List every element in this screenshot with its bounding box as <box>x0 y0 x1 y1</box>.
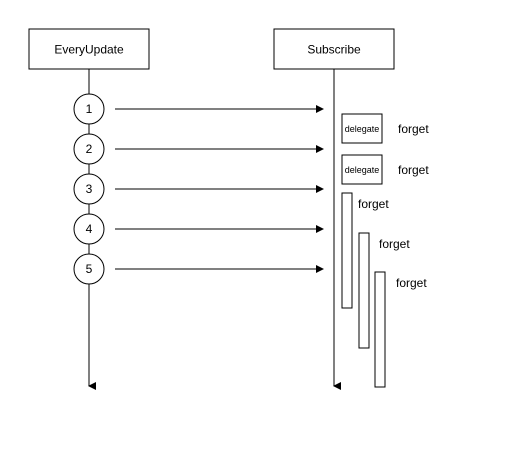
step-label: 1 <box>86 102 93 116</box>
message-arrows <box>115 105 324 273</box>
forget-label: forget <box>396 276 427 290</box>
activation-bar <box>358 232 370 349</box>
step-label: 2 <box>86 142 93 156</box>
step-circle <box>73 173 105 205</box>
forget-label: forget <box>379 237 410 251</box>
step-circle <box>73 133 105 165</box>
delegate-box: delegate <box>341 154 383 185</box>
lifeline-subscribe-box <box>273 28 395 70</box>
lifeline-everyupdate-label: EveryUpdate <box>54 43 124 57</box>
step-node: 3 <box>73 173 105 205</box>
delegate-box-label: delegate <box>345 124 380 134</box>
activation-bar <box>374 271 386 388</box>
forget-label: forget <box>398 163 429 177</box>
step-label: 3 <box>86 182 93 196</box>
delegate-box: delegate <box>341 113 383 144</box>
step-circle <box>73 213 105 245</box>
forget-label: forget <box>398 122 429 136</box>
step-label: 4 <box>86 222 93 236</box>
step-node: 4 <box>73 213 105 245</box>
activation-bars <box>341 192 386 388</box>
step-circle <box>73 93 105 125</box>
delegate-box-rect <box>341 154 383 185</box>
lifeline-subscribe-label: Subscribe <box>307 43 361 57</box>
step-label: 5 <box>86 262 93 276</box>
step-node: 1 <box>73 93 105 125</box>
delegate-box-label: delegate <box>345 165 380 175</box>
lifeline-subscribe: Subscribe <box>273 28 395 70</box>
lifeline-everyupdate: EveryUpdate <box>28 28 150 70</box>
step-node: 5 <box>73 253 105 285</box>
delegate-box-rect <box>341 113 383 144</box>
step-circles: 1 2 3 4 5 <box>73 93 105 285</box>
step-circle <box>73 253 105 285</box>
forget-labels: forget forget forget forget forget <box>358 122 429 290</box>
lifeline-everyupdate-box <box>28 28 150 70</box>
step-node: 2 <box>73 133 105 165</box>
forget-label: forget <box>358 197 389 211</box>
activation-bar <box>341 192 353 309</box>
